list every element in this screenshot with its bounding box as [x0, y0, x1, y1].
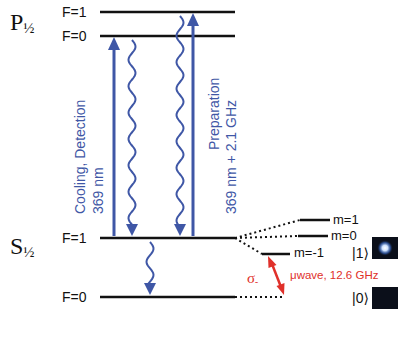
sublevel-label: m=-1 [294, 245, 324, 261]
level-line [100, 35, 235, 38]
level-term: P½ [10, 8, 35, 37]
level-label: F=1 [62, 230, 87, 247]
ion-image [372, 287, 398, 309]
dotted-line [235, 296, 285, 298]
level-label: F=0 [62, 289, 87, 306]
sublevel-line [262, 253, 290, 256]
level-line [100, 237, 235, 240]
state-label: |0⟩ [352, 290, 369, 307]
ion-image [372, 237, 398, 259]
sublevel-label: m=0 [331, 228, 357, 244]
dotted-line [235, 236, 298, 238]
dotted-line [235, 220, 300, 238]
decay-wave [177, 16, 184, 226]
transition-label: Cooling, Detection [72, 100, 89, 214]
laser-arrow [192, 24, 195, 236]
wavelength-label: 369 nm + 2.1 GHz [223, 100, 240, 214]
laser-arrow [113, 48, 116, 236]
arrow-head [187, 13, 199, 26]
decay-wave [147, 242, 154, 285]
arrow-head [277, 283, 285, 295]
transition-label: Preparation [206, 78, 223, 150]
sublevel-label: m=1 [333, 212, 359, 228]
dotted-line [235, 238, 262, 254]
level-line [100, 11, 235, 14]
ion-glow [377, 240, 393, 256]
decay-waves [129, 16, 184, 285]
decay-wave [129, 40, 136, 226]
microwave-label: μwave, 12.6 GHz [290, 269, 378, 283]
arrow-head [144, 283, 156, 295]
arrow-head [268, 256, 277, 268]
microwave-arrow [272, 264, 281, 287]
polarization-label: σ- [247, 269, 258, 287]
sublevel-line [300, 219, 330, 222]
level-label: F=0 [62, 28, 87, 45]
level-line [100, 296, 235, 299]
level-term: S½ [10, 232, 35, 261]
arrow-head [174, 224, 186, 236]
state-label: |1⟩ [352, 245, 369, 262]
wavelength-label: 369 nm [90, 167, 107, 214]
arrow-head [108, 37, 120, 50]
sublevel-line [298, 235, 328, 238]
level-label: F=1 [62, 4, 87, 21]
